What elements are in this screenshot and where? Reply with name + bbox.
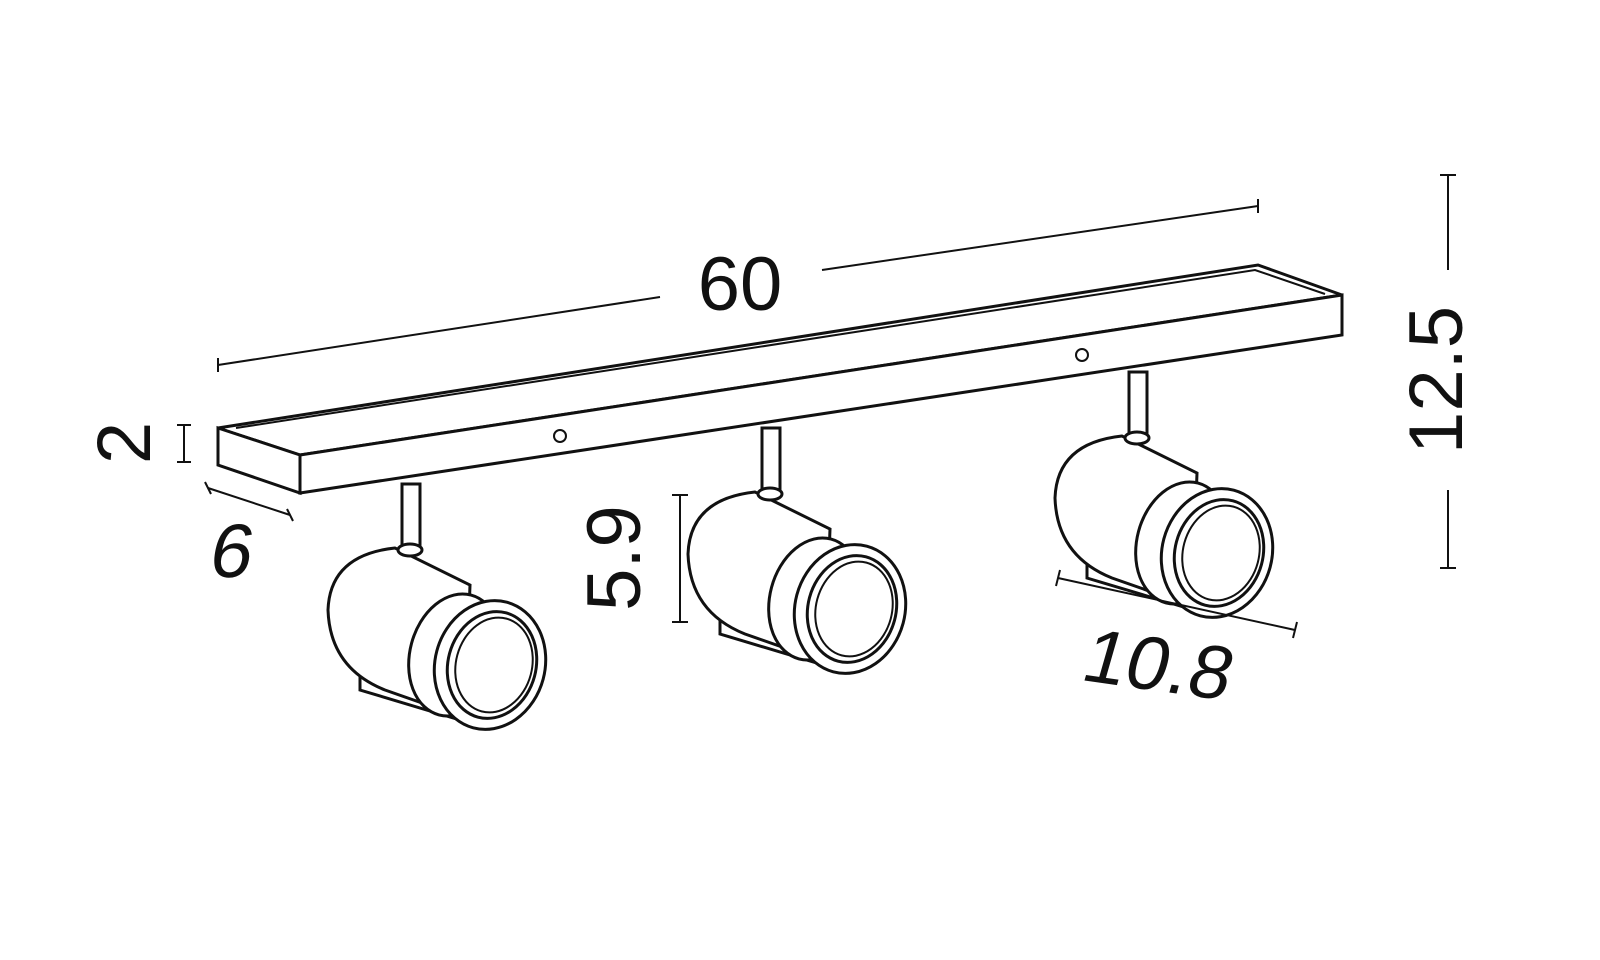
spotlight-head xyxy=(1053,370,1275,619)
spotlight-head xyxy=(686,426,908,675)
spot-length-label: 10.8 xyxy=(1074,614,1244,717)
bar-depth-label: 6 xyxy=(204,510,261,594)
mounting-bar xyxy=(216,263,1344,496)
total-height-label: 12.5 xyxy=(1394,306,1479,454)
spot-diameter-label: 5.9 xyxy=(572,505,657,611)
screw-hole-icon xyxy=(1075,348,1089,362)
bar-height-label: 2 xyxy=(82,422,167,464)
spotlight-head xyxy=(326,482,548,731)
screw-hole-icon xyxy=(553,429,567,443)
dimension-lines xyxy=(177,174,1456,639)
length-label: 60 xyxy=(698,242,783,327)
